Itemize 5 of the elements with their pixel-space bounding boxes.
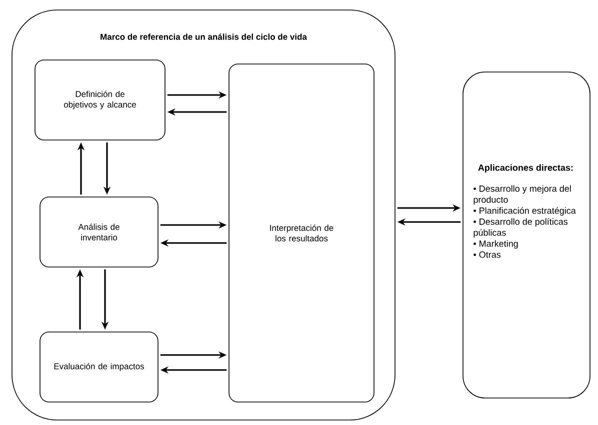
process-box: Interpretación de los resultados [228, 64, 374, 402]
process-box: Análisis de inventario [40, 196, 158, 268]
process-box: Definición de objetivos y alcance [34, 60, 166, 140]
process-box: Evaluación de impactos [40, 332, 158, 402]
applications-box: Aplicaciones directas: • Desarrollo y mejora del producto • Planificación estratégica • Desarrollo de políticas públicas • Marketing • Otras [462, 72, 590, 398]
